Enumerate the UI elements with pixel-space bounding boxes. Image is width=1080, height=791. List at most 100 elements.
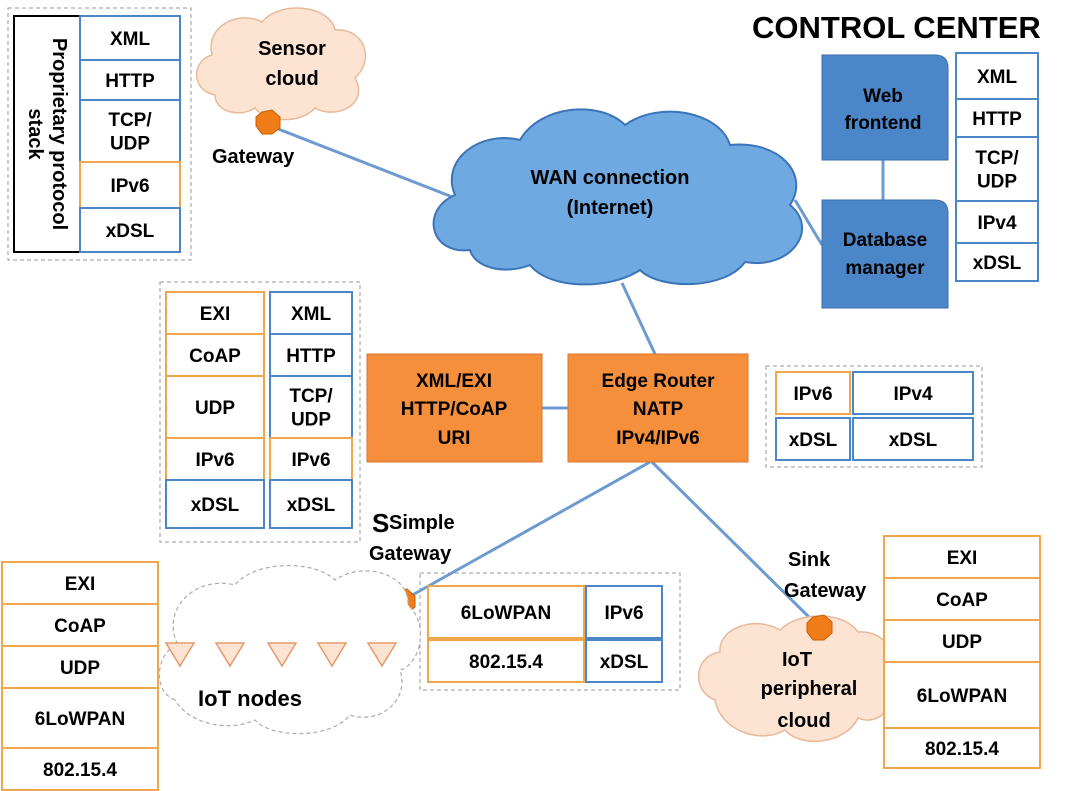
left-orange-layer-4-label: xDSL — [191, 495, 240, 516]
sink-gateway-label-line2: Gateway — [784, 580, 867, 602]
left-blue-layer-0: XML — [269, 291, 353, 335]
simple-gateway-label-line2: Gateway — [369, 543, 452, 565]
sink-gateway-label-line1: Sink — [788, 549, 831, 571]
control-center-layer-2-label: TCP/ — [975, 148, 1019, 169]
edge-router-box: Edge Router NATP IPv4/IPv6 — [567, 353, 749, 463]
proprietary-label-line1: Proprietary protocol — [48, 38, 70, 230]
iot-node-triangle-icon — [266, 642, 298, 668]
translator-line2: HTTP/CoAP — [401, 399, 508, 420]
database-manager-box: Database manager — [821, 199, 949, 309]
control-center-layer-1: HTTP — [955, 98, 1039, 138]
edge-stack-cell-1-1: xDSL — [852, 417, 974, 461]
left-stack-dashed-border — [159, 281, 361, 543]
left-blue-layer-3: IPv6 — [269, 437, 353, 481]
edge-stack-cell-0-0: IPv6 — [775, 371, 851, 415]
sink-stack-layer-4: 802.15.4 — [883, 727, 1041, 769]
sink-stack-layer-1: CoAP — [883, 577, 1041, 621]
simple-stack-cell-1-1-label: xDSL — [600, 652, 649, 673]
iot-node-triangle-icon — [214, 642, 246, 668]
web-frontend-label-line2: frontend — [844, 113, 921, 134]
simple-stack-cell-0-1-label: IPv6 — [604, 603, 643, 624]
simple-stack-cell-0-1: IPv6 — [585, 585, 663, 639]
iot-nodes-layer-2-label: UDP — [60, 658, 100, 679]
iot-nodes-layer-1-label: CoAP — [54, 616, 106, 637]
peripheral-cloud-line1: IoT — [782, 649, 812, 671]
left-orange-layer-0-label: EXI — [200, 304, 231, 325]
iot-nodes-layer-3: 6LoWPAN — [1, 687, 159, 749]
simple-stack-cell-0-0-label: 6LoWPAN — [461, 603, 551, 624]
iot-nodes-layer-2: UDP — [1, 645, 159, 689]
gateway-label: Gateway — [212, 146, 295, 168]
line-gateway-wan — [267, 123, 456, 200]
control-center-layer-0-label: XML — [977, 67, 1018, 88]
simple-gateway-protocol-stack: 6LoWPAN IPv6 802.15.4 xDSL — [427, 585, 663, 683]
control-center-layer-4-label: xDSL — [973, 253, 1022, 274]
translator-line3: URI — [438, 428, 471, 449]
iot-nodes-layer-0-label: EXI — [65, 574, 96, 595]
simple-gateway-label-line1: Simple — [389, 512, 455, 534]
edge-stack-cell-1-1-label: xDSL — [889, 430, 938, 451]
left-blue-layer-2-label: UDP — [291, 410, 331, 431]
peripheral-cloud-line3: cloud — [777, 710, 830, 732]
iot-nodes-layer-4: 802.15.4 — [1, 747, 159, 791]
sink-gateway-icon — [806, 614, 833, 641]
left-blue-layer-4: xDSL — [269, 479, 353, 529]
translator-line1: XML/EXI — [416, 371, 492, 392]
left-orange-layer-4: xDSL — [165, 479, 265, 529]
left-stack-blue-layers: XML HTTP TCP/UDP IPv6 xDSL — [269, 291, 353, 529]
left-orange-layer-1: CoAP — [165, 333, 265, 377]
sink-stack-layer-1-label: CoAP — [936, 590, 988, 611]
edge-stack-cell-1-0-label: xDSL — [789, 430, 838, 451]
proprietary-layer-1-label: HTTP — [105, 71, 155, 92]
control-center-layer-3: IPv4 — [955, 200, 1039, 244]
line-edge-sink-gateway — [650, 460, 820, 628]
edge-router-line3: IPv4/IPv6 — [616, 428, 699, 449]
iot-peripheral-cloud: IoT peripheral cloud — [698, 615, 895, 743]
control-center-title: CONTROL CENTER — [752, 10, 1041, 45]
left-blue-layer-2-label: TCP/ — [289, 386, 333, 407]
proprietary-layer-3-label: IPv6 — [110, 176, 149, 197]
proprietary-layer-0-label: XML — [110, 29, 151, 50]
iot-nodes-cloud: IoT nodes — [158, 564, 422, 735]
iot-node-icons — [164, 642, 398, 668]
proprietary-layer-4-label: xDSL — [106, 221, 155, 242]
simple-stack-cell-1-0-label: 802.15.4 — [469, 652, 543, 673]
sink-stack-layer-3-label: 6LoWPAN — [917, 686, 1007, 707]
sink-stack-layer-4-label: 802.15.4 — [925, 739, 999, 760]
web-frontend-box: Web frontend — [821, 54, 949, 161]
control-center-layers: XML HTTP TCP/UDP IPv4 xDSL — [955, 52, 1039, 282]
sensor-cloud-label-line1: Sensor — [258, 38, 326, 60]
proprietary-protocol-stack: Proprietary protocol stack XMLHTTPTCP/UD… — [7, 7, 192, 261]
iot-nodes-layer-1: CoAP — [1, 603, 159, 647]
left-blue-layer-3-label: IPv6 — [291, 450, 330, 471]
edge-stack-dashed-border — [765, 365, 983, 468]
control-center-layer-3-label: IPv4 — [977, 213, 1017, 234]
left-blue-layer-1-label: HTTP — [286, 346, 336, 367]
proprietary-label-line2: stack — [24, 108, 46, 160]
left-orange-layer-2: UDP — [165, 375, 265, 439]
wan-cloud-label-line1: WAN connection — [531, 167, 690, 189]
left-blue-layer-0-label: XML — [291, 304, 332, 325]
simple-gateway-glyph: S — [372, 508, 389, 538]
proprietary-layer-3: IPv6 — [79, 161, 181, 209]
proprietary-layer-0: XML — [79, 15, 181, 61]
proprietary-layer-1: HTTP — [79, 59, 181, 101]
control-center-layer-2-label: UDP — [977, 172, 1017, 193]
sink-stack-layer-2-label: UDP — [942, 632, 982, 653]
sink-stack-layer-2: UDP — [883, 619, 1041, 663]
left-orange-layer-3: IPv6 — [165, 437, 265, 481]
proprietary-layer-2-label: UDP — [110, 134, 150, 155]
left-orange-layer-0: EXI — [165, 291, 265, 335]
left-blue-layer-1: HTTP — [269, 333, 353, 377]
simple-stack-cell-0-0: 6LoWPAN — [427, 585, 585, 639]
peripheral-cloud-line2: peripheral — [761, 678, 858, 700]
sensor-cloud-label-line2: cloud — [265, 68, 318, 90]
sink-stack-layer-3: 6LoWPAN — [883, 661, 1041, 729]
left-orange-layer-1-label: CoAP — [189, 346, 241, 367]
line-wan-dbmanager — [793, 199, 824, 246]
